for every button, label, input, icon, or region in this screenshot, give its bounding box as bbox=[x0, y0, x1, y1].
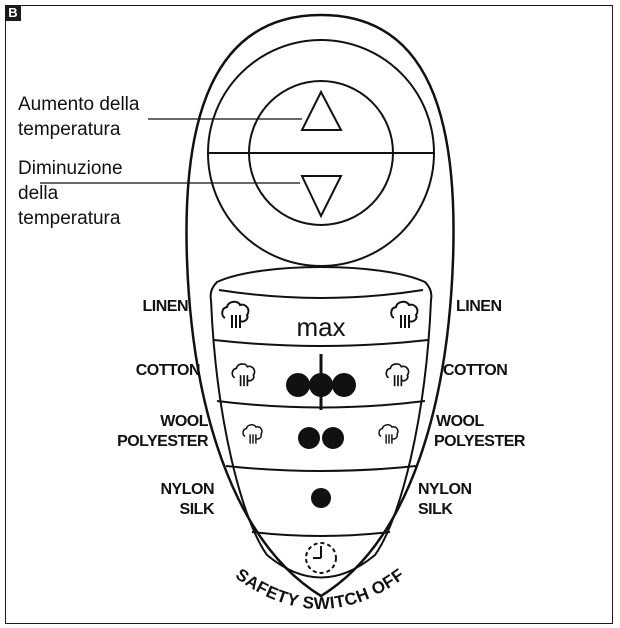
setting-row-cotton[interactable] bbox=[231, 354, 410, 410]
callout-decrease: Diminuzione della temperatura bbox=[18, 158, 300, 229]
temperature-dot bbox=[286, 373, 310, 397]
max-label: max bbox=[296, 312, 345, 342]
remote-body-outline bbox=[185, 13, 455, 598]
setting-row-wool-polyester[interactable] bbox=[242, 424, 399, 449]
callout-decrease-line3: temperatura bbox=[18, 208, 121, 229]
setting-row-linen[interactable]: max bbox=[221, 300, 419, 342]
temperature-dot bbox=[332, 373, 356, 397]
callout-decrease-line1: Diminuzione bbox=[18, 158, 123, 179]
callout-increase: Aumento della temperatura bbox=[18, 94, 302, 140]
triangle-down-icon bbox=[300, 175, 343, 219]
label-left-nylon: NYLON bbox=[161, 481, 215, 498]
label-left-cotton: COTTON bbox=[136, 362, 200, 379]
label-right-wool: WOOL bbox=[436, 413, 484, 430]
label-right-polyester: POLYESTER bbox=[434, 433, 526, 450]
timer-button[interactable] bbox=[305, 542, 337, 574]
label-right-nylon: NYLON bbox=[418, 481, 472, 498]
temperature-dot bbox=[298, 427, 320, 449]
callout-increase-line2: temperatura bbox=[18, 119, 121, 140]
callout-increase-line1: Aumento della bbox=[18, 94, 140, 115]
figure-frame bbox=[5, 5, 613, 624]
fabric-selector-panel bbox=[209, 266, 433, 579]
label-left-silk: SILK bbox=[180, 501, 215, 518]
panel-label: B bbox=[5, 5, 21, 21]
setting-row-nylon-silk[interactable] bbox=[311, 488, 331, 508]
temperature-dot bbox=[322, 427, 344, 449]
label-right-linen: LINEN bbox=[456, 298, 502, 315]
decrease-temperature-button[interactable] bbox=[300, 175, 343, 219]
triangle-up-icon bbox=[300, 89, 343, 131]
label-left-linen: LINEN bbox=[143, 298, 189, 315]
label-right-cotton: COTTON bbox=[443, 362, 507, 379]
label-right-silk: SILK bbox=[418, 501, 453, 518]
label-left-polyester: POLYESTER bbox=[117, 433, 209, 450]
label-left-wool: WOOL bbox=[160, 413, 208, 430]
timer-icon bbox=[305, 542, 337, 574]
callout-decrease-line2: della bbox=[18, 183, 59, 204]
increase-temperature-button[interactable] bbox=[300, 89, 343, 131]
temperature-dot bbox=[309, 373, 333, 397]
temperature-dot bbox=[311, 488, 331, 508]
